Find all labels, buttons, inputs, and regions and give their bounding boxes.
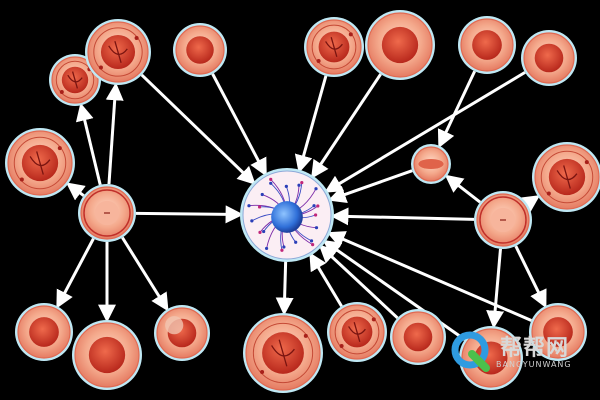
watermark: 帮帮网 BANGYUNWANG: [446, 330, 586, 376]
link-c3-center: [140, 73, 256, 185]
cell-c18: [411, 144, 451, 184]
link-c6-c18: [437, 70, 477, 149]
cell-c13: [327, 302, 387, 362]
link-c13-center: [309, 252, 343, 308]
link-c7-center: [324, 71, 526, 193]
link-c4-center: [294, 75, 328, 174]
link-c9-c20: [121, 236, 169, 312]
link-c16-c18: [444, 174, 482, 204]
link-c16-c17: [520, 195, 541, 213]
cell-c1: [49, 54, 101, 106]
watermark-subtitle: BANGYUNWANG: [496, 360, 572, 369]
link-c18-center: [327, 169, 413, 203]
link-c16-c19: [514, 245, 547, 309]
cell-c20: [154, 305, 210, 361]
cell-c19: [529, 303, 587, 361]
cell-c7: [521, 30, 577, 86]
neuron-center-cell: [240, 168, 334, 262]
link-c2-center: [211, 73, 267, 177]
link-c9-c8: [65, 182, 86, 201]
cell-c8: [5, 128, 75, 198]
cell-c17: [532, 142, 600, 212]
link-c9-c1: [75, 102, 102, 186]
cell-c4: [304, 17, 364, 77]
link-c5-center: [311, 73, 382, 179]
cell-c14: [390, 309, 446, 365]
link-center-c11: [275, 260, 294, 316]
cell-c6: [458, 16, 516, 74]
link-c9-c3: [105, 82, 124, 185]
cell-c10: [15, 303, 73, 361]
link-c9-c10: [56, 237, 95, 309]
link-c19-center: [326, 231, 532, 322]
link-c9-center: [135, 205, 244, 224]
cell-c16: [474, 191, 532, 249]
watermark-q-icon: [451, 331, 490, 372]
cell-c3: [85, 19, 151, 85]
link-c14-center: [318, 244, 399, 320]
cell-layer: [5, 10, 600, 393]
cell-c2: [173, 23, 227, 77]
cell-c11: [243, 313, 323, 393]
cell-c12: [72, 320, 142, 390]
cell-c5: [365, 10, 435, 80]
link-c16-center: [330, 207, 475, 226]
link-c16-c15: [486, 248, 505, 329]
cell-c9: [78, 184, 136, 242]
watermark-title: 帮帮网: [500, 335, 570, 361]
